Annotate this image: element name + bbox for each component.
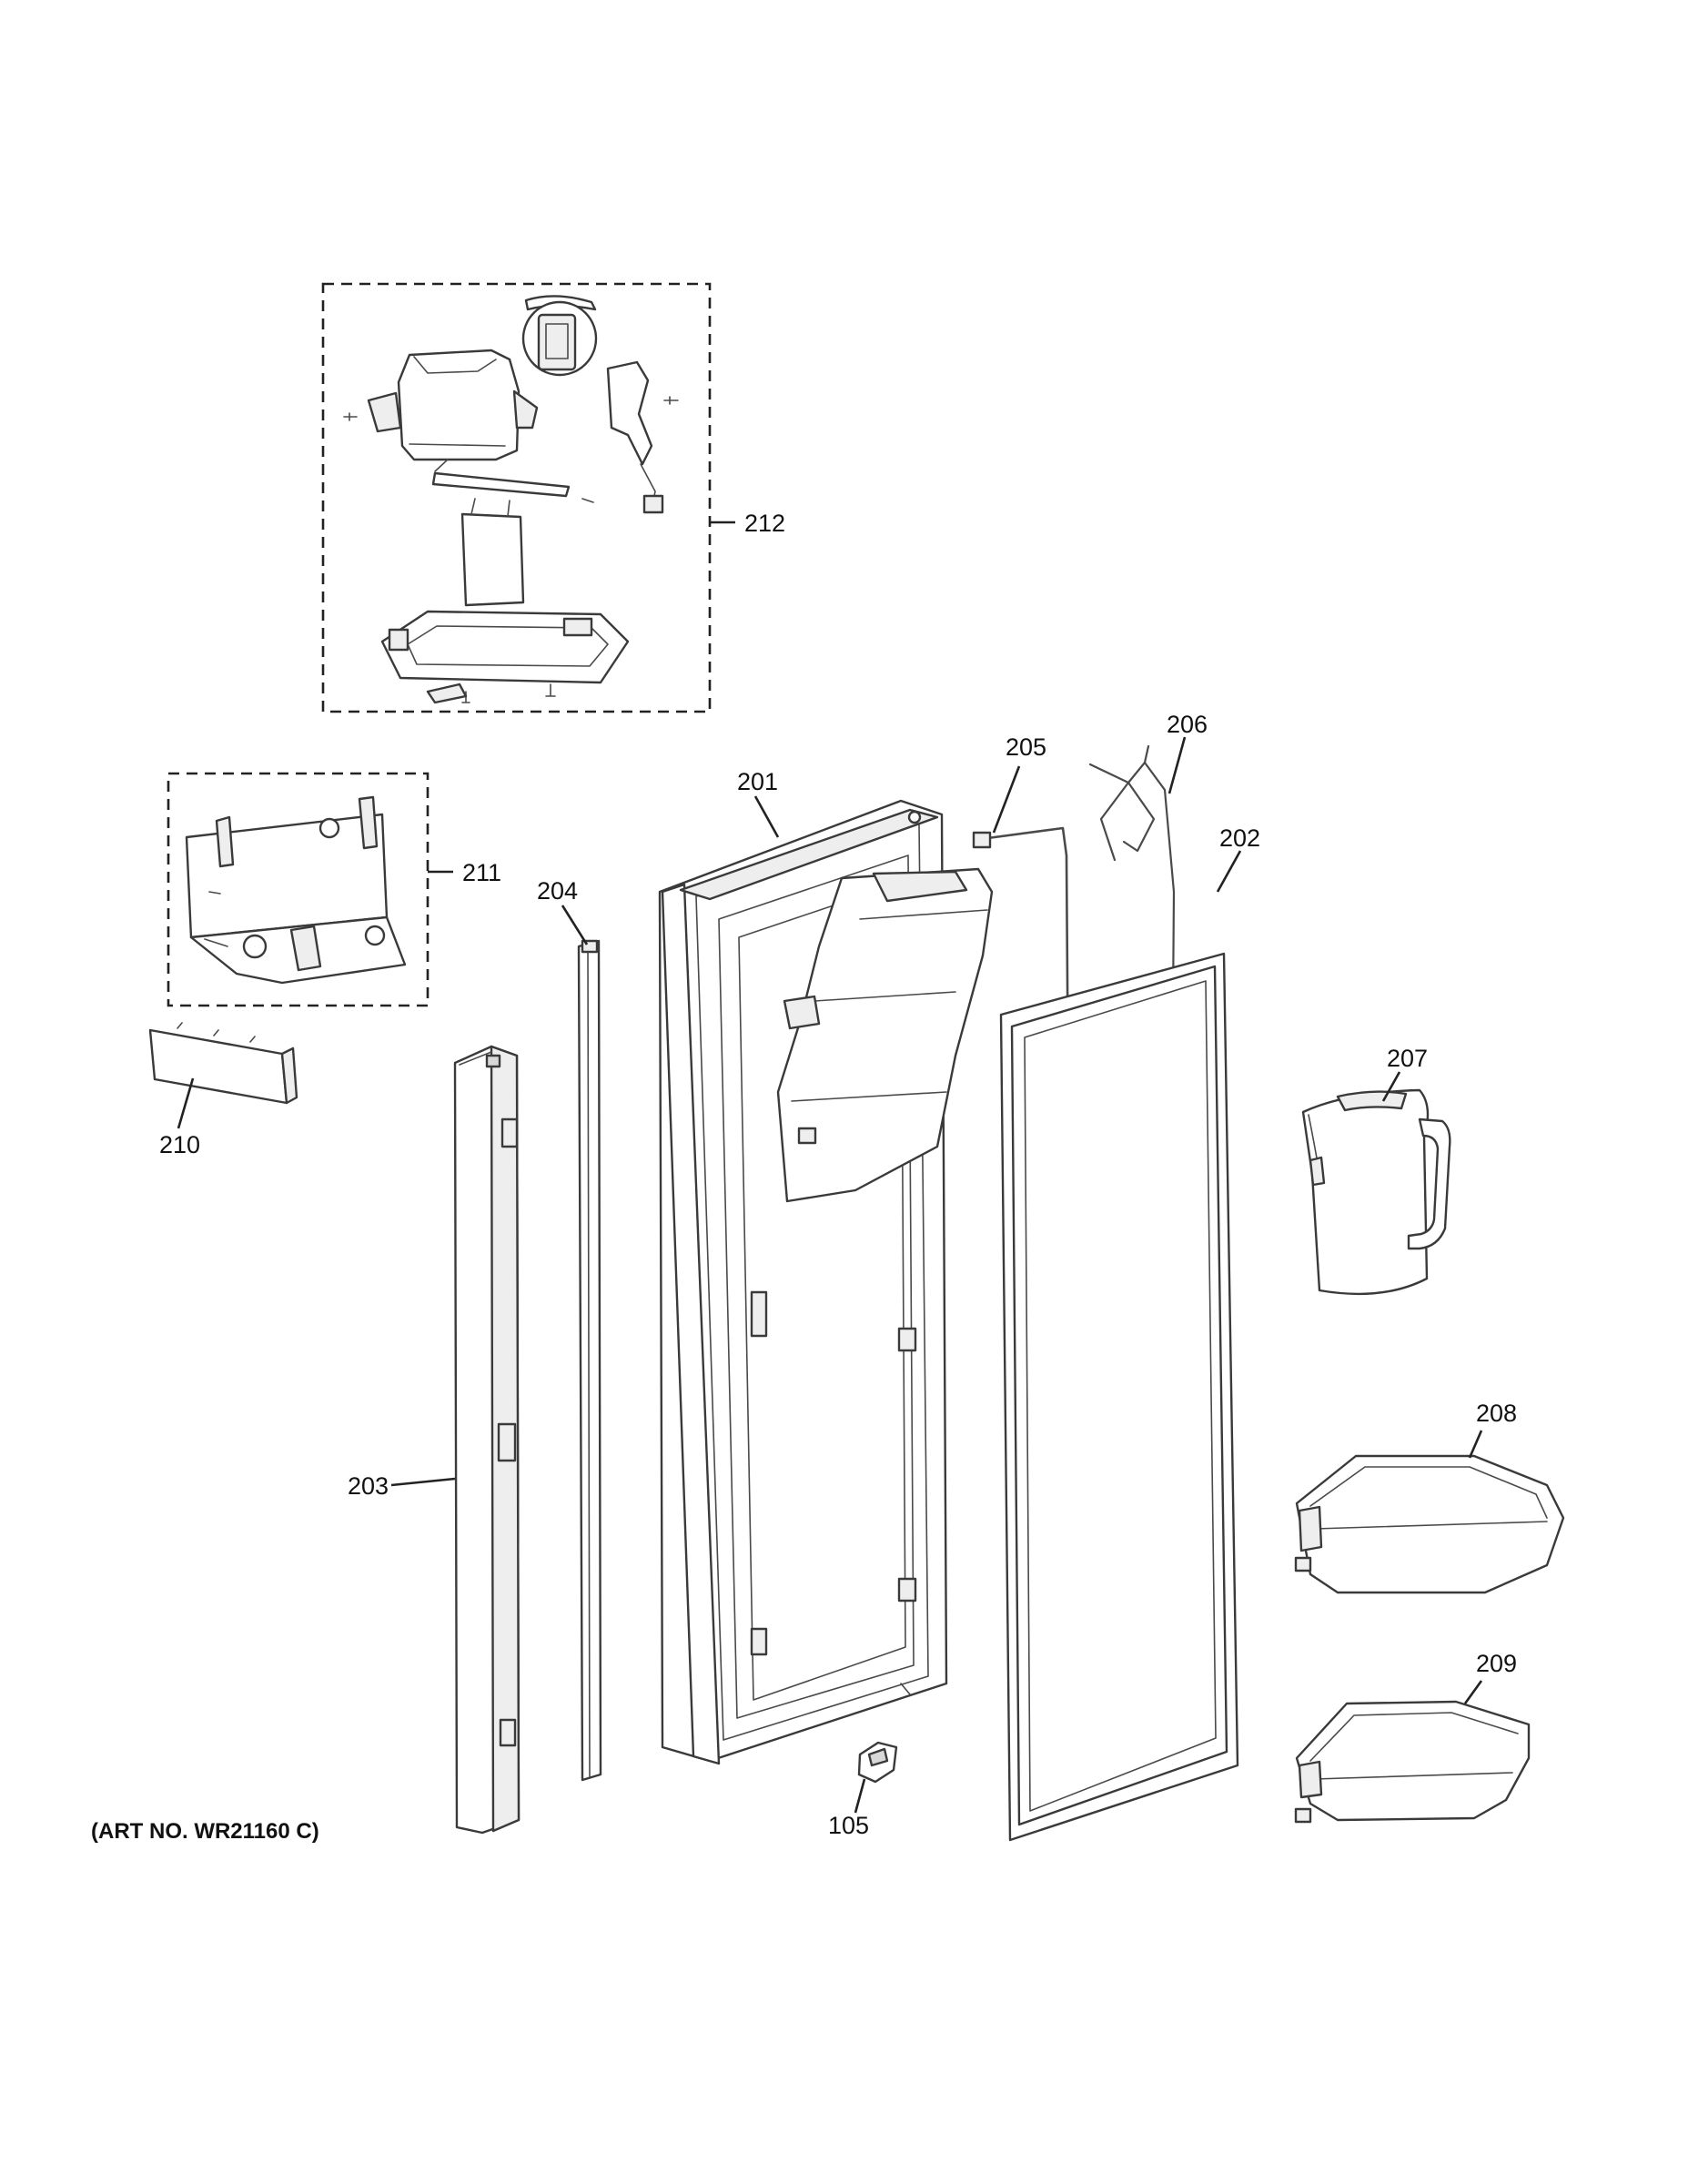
callout-205: 205 — [1006, 733, 1046, 761]
leader-205 — [992, 765, 1021, 834]
callout-206: 206 — [1167, 711, 1208, 738]
leader-202 — [1216, 850, 1242, 893]
callout-211: 211 — [462, 859, 501, 886]
leader-206 — [1167, 736, 1187, 794]
part-209-door-bin — [1294, 1700, 1531, 1824]
part-210-trim-panel — [148, 1022, 298, 1105]
callout-203: 203 — [348, 1472, 389, 1500]
part-204-mullion-strip — [577, 939, 602, 1782]
group-box-211 — [167, 772, 430, 1007]
callout-201: 201 — [737, 768, 778, 795]
part-201-door-liner — [658, 799, 994, 1765]
part-105-clip — [857, 1741, 898, 1784]
art-number-caption: (ART NO. WR21160 C) — [91, 1819, 319, 1844]
part-207-pitcher — [1301, 1088, 1451, 1296]
part-203-side-rail — [453, 1045, 521, 1835]
callout-207: 207 — [1387, 1045, 1428, 1072]
callout-105: 105 — [828, 1812, 869, 1839]
part-202-door-gasket — [999, 952, 1239, 1842]
callout-212: 212 — [744, 510, 785, 537]
leader-204 — [561, 905, 589, 945]
leader-207 — [1381, 1071, 1401, 1102]
leader-209 — [1463, 1680, 1483, 1704]
leader-208 — [1468, 1430, 1483, 1459]
group-box-212 — [321, 282, 712, 713]
callout-204: 204 — [537, 877, 578, 905]
leader-201 — [753, 795, 780, 838]
part-208-door-bin — [1294, 1454, 1565, 1594]
callout-209: 209 — [1476, 1650, 1517, 1677]
leader-210 — [177, 1077, 195, 1129]
callout-208: 208 — [1476, 1400, 1517, 1427]
callout-202: 202 — [1219, 824, 1260, 852]
leader-105 — [854, 1778, 866, 1814]
leader-203 — [390, 1477, 456, 1487]
callout-210: 210 — [159, 1131, 200, 1158]
part-211-bracket — [167, 772, 430, 1007]
part-212-dispenser-assembly — [321, 282, 712, 713]
